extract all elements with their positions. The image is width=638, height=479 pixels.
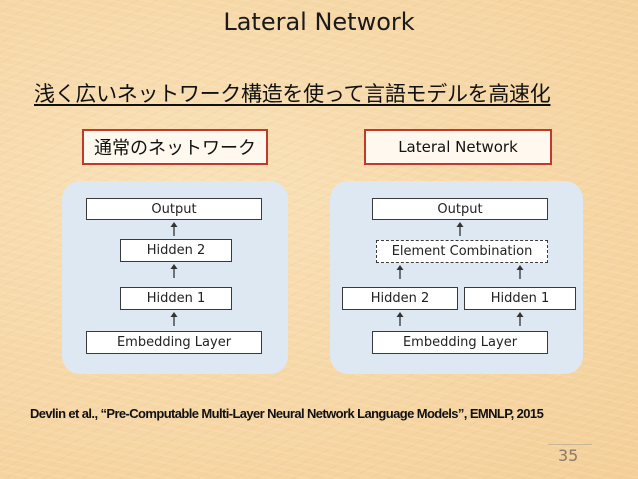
normal-network-diagram: Output Hidden 2 Hidden 1 Embedding Layer [62, 181, 288, 374]
right-arrow-combination-to-output [456, 222, 464, 236]
right-hidden2-box: Hidden 2 [342, 287, 458, 310]
page-number-divider [548, 444, 592, 445]
right-hidden1-box: Hidden 1 [464, 287, 576, 310]
left-arrow-hidden1-to-hidden2 [170, 264, 178, 278]
left-hidden1-box: Hidden 1 [120, 287, 232, 310]
right-arrow-embedding-to-hidden2 [396, 312, 404, 326]
label-normal-network: 通常のネットワーク [82, 129, 268, 165]
citation: Devlin et al., “Pre-Computable Multi-Lay… [30, 406, 544, 421]
right-arrow-hidden1-to-combination [516, 265, 524, 279]
label-lateral-network-text: Lateral Network [398, 138, 518, 156]
right-output-box: Output [372, 198, 548, 220]
label-lateral-network: Lateral Network [364, 129, 552, 165]
slide-subtitle: 浅く広いネットワーク構造を使って言語モデルを高速化 [34, 82, 551, 106]
left-arrow-hidden2-to-output [170, 222, 178, 236]
left-hidden2-box: Hidden 2 [120, 239, 232, 262]
right-arrow-embedding-to-hidden1 [516, 312, 524, 326]
right-embedding-box: Embedding Layer [372, 331, 548, 354]
slide-title: Lateral Network [223, 8, 415, 36]
left-arrow-embedding-to-hidden1 [170, 312, 178, 326]
left-embedding-box: Embedding Layer [86, 331, 262, 354]
label-normal-network-text: 通常のネットワーク [94, 138, 256, 159]
lateral-network-diagram: Output Element Combination Hidden 2 Hidd… [330, 181, 583, 374]
right-arrow-hidden2-to-combination [396, 265, 404, 279]
page-number: 35 [558, 446, 579, 465]
right-element-combination-box: Element Combination [376, 240, 548, 263]
left-output-box: Output [86, 198, 262, 220]
